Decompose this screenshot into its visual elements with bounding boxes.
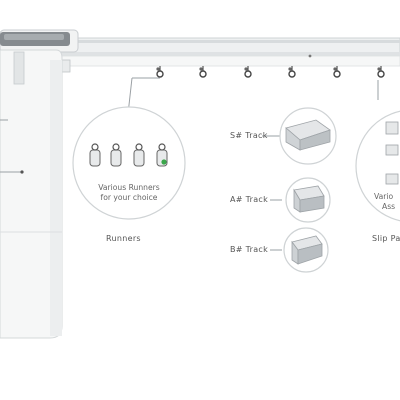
runner-sample-4	[156, 143, 168, 167]
slip-parts-circle	[355, 80, 400, 222]
runners-caption-line-1: Various Runners	[98, 183, 160, 192]
s-track-label: S# Track	[230, 131, 268, 140]
track-profile-icon	[293, 185, 325, 213]
runner-hook-icon	[333, 66, 341, 78]
runners-circle	[72, 77, 186, 220]
slip-parts-label: Slip Pa	[372, 234, 400, 243]
runners-caption: Various Runners for your choice	[84, 183, 174, 203]
runner-row	[156, 66, 385, 78]
track-profile-icon	[285, 119, 331, 151]
runners-label: Runners	[106, 234, 141, 243]
curtain-rail-icon	[54, 37, 400, 67]
runner-sample-3	[133, 143, 145, 167]
track-profile-icon	[291, 235, 323, 265]
right-circle-caption: Vario Ass	[374, 192, 400, 212]
curtain-motor-icon	[0, 29, 79, 339]
runner-hook-icon	[288, 66, 296, 78]
b-track-callout	[270, 227, 329, 273]
a-track-callout	[270, 177, 331, 223]
runners-caption-line-2: for your choice	[100, 193, 158, 202]
runner-hook-icon	[156, 66, 164, 78]
a-track-label: A# Track	[230, 195, 269, 204]
runner-sample-1	[89, 143, 101, 167]
right-circle-line-2: Ass	[382, 202, 396, 211]
right-circle-line-1: Vario	[374, 192, 394, 201]
b-track-label: B# Track	[230, 245, 269, 254]
s-track-callout	[262, 107, 337, 165]
motor-callouts	[0, 119, 24, 174]
runner-hook-icon	[377, 66, 385, 78]
runner-hook-icon	[244, 66, 252, 78]
runner-hook-icon	[199, 66, 207, 78]
runner-sample-2	[110, 143, 122, 167]
